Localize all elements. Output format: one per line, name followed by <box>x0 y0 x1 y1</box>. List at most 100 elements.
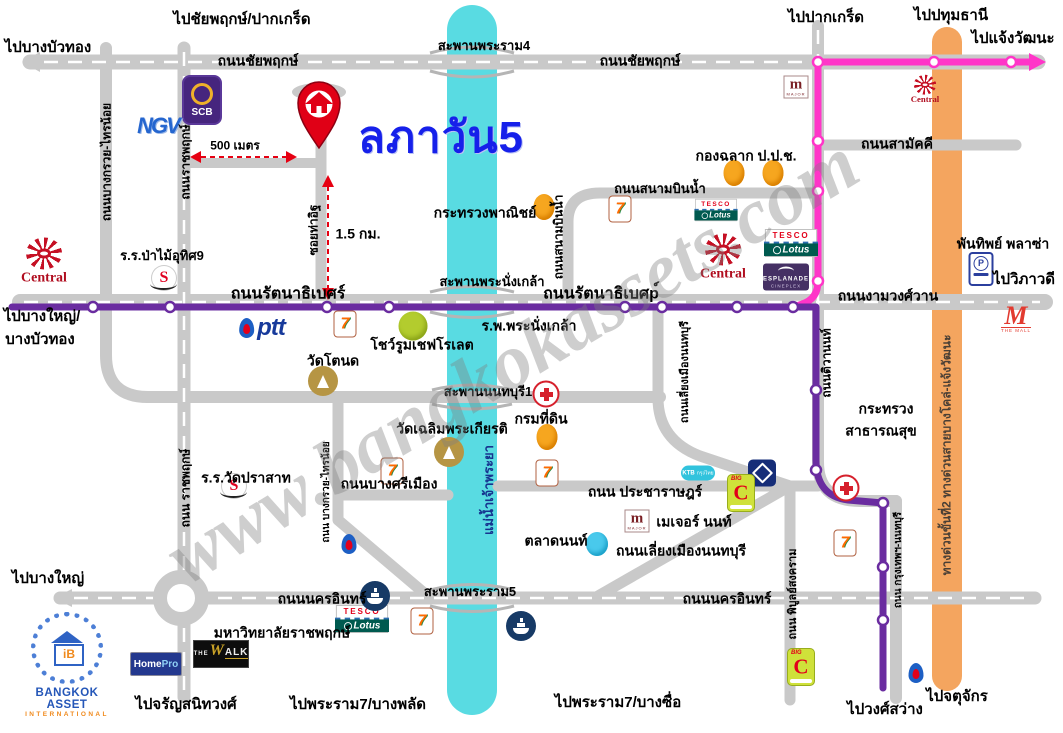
bangkok-asset-logo: iB BANGKOK ASSET INTERNATIONAL <box>16 612 118 718</box>
gas-station-icon <box>341 534 357 554</box>
seven-eleven-icon: 7 <box>608 195 632 223</box>
brand-mark: iB <box>54 644 84 666</box>
seven-eleven-icon: 7 <box>410 607 434 635</box>
dest-charansanitwong: ไปจรัญสนิทวงศ์ <box>135 696 237 714</box>
road-rattanathibet-west: ถนนรัตนาธิเบศร์ <box>230 285 346 303</box>
poi-wat-tanot: วัดโตนด <box>306 352 360 369</box>
dest-rama7-bangsue: ไปพระราม7/บางซื่อ <box>554 694 682 712</box>
poi-pamai-uthit9-school: ร.ร.ป่าไม้อุทิศ9 <box>120 248 204 264</box>
school-icon: S <box>150 266 177 290</box>
road-arrow-west <box>22 52 40 72</box>
temple-icon <box>308 366 338 396</box>
temple-icon <box>434 437 464 467</box>
project-title: ลภาวัน5 <box>358 113 524 162</box>
central-logo: Central <box>911 74 939 105</box>
road-liang-mueang-rot: ถนนเลี่ยงเมืองนนทบุรี <box>679 320 692 424</box>
showroom-marker <box>398 311 428 341</box>
laurel-wreath-icon: iB <box>31 612 103 684</box>
poi-pantip-plaza: พันทิพย์ พลาซ่า <box>956 235 1050 252</box>
seven-eleven-icon: 7 <box>535 459 559 487</box>
dest-pakkret: ไปปากเกร็ด <box>787 9 865 27</box>
dest-bangyai-line1: ไปบางใหญ่/ <box>3 308 81 326</box>
lottery-marker <box>762 160 784 186</box>
bridges <box>429 45 515 613</box>
road-ratchaphruek-s: ถนน ราชพฤกษ์ <box>178 448 193 528</box>
dest-chaiyaphruek-pakkret: ไปชัยพฤกษ์/ปากเกร็ด <box>173 11 311 29</box>
lottery-marker <box>723 160 745 186</box>
river-chao-phraya-label: แม่น้ำเจ้าพระยา <box>481 445 497 535</box>
gas-station-icon <box>908 663 924 683</box>
poi-chevrolet-showroom: โชว์รูมเชฟโรเลต <box>370 336 474 353</box>
road-nakhon-in-east: ถนนนครอินทร์ <box>682 590 772 607</box>
market-marker <box>586 532 608 556</box>
dest-wongsawang: ไปวงศ์สว่าง <box>847 701 923 719</box>
seven-eleven-icon: 7 <box>833 529 857 557</box>
dest-bangyai-sw: ไปบางใหญ่ <box>11 570 85 588</box>
scale-500m: 500 เมตร <box>210 138 260 153</box>
house-icon: iB <box>50 631 84 666</box>
poi-land-department: กรมที่ดิน <box>514 410 568 427</box>
land-dept-marker <box>536 424 558 450</box>
dest-rama7-bangphlat: ไปพระราม7/บางพลัด <box>289 696 427 714</box>
road-bangsimueang: ถนนบางศรีเมือง <box>340 475 438 492</box>
road-sanambinnam-v: ถนนสนามบินน้ำ <box>551 194 566 280</box>
dest-bangbuathong-top: ไปบางบัวทอง <box>4 39 92 57</box>
distance-arrows <box>190 151 334 300</box>
hospital-icon <box>532 380 560 408</box>
road-samakkhi: ถนนสามัคคี <box>861 135 933 152</box>
road-nakhon-in-west: ถนนนครอินทร์ <box>277 590 367 607</box>
brand-subtitle: INTERNATIONAL <box>25 711 109 718</box>
bridge-rama4: สะพานพระราม4 <box>437 38 531 54</box>
central-logo: Central <box>700 233 746 283</box>
road-rattanathibet-east: ถนนรัตนาธิเบศр์ <box>543 285 659 303</box>
road-krungthep-nonthaburi: ถนน กรุงเทพฯ-นนทบุรี <box>892 511 904 609</box>
road-chaiyaphruek-west: ถนนชัยพฤกษ์ <box>217 52 299 69</box>
road-ngamwongwan: ถนนงามวงศ์วาน <box>837 287 939 304</box>
dest-bangyai-line2: บางบัวทอง <box>5 331 75 349</box>
road-arrow-bangyai <box>54 589 72 607</box>
road-soi-tha-it: ซอยท่าอิฐ <box>306 204 321 256</box>
bridge-phranangklao: สะพานพระนั่งเกล้า <box>439 274 545 290</box>
ngv-logo: NGV <box>137 113 181 138</box>
ferry-pier-icon <box>360 581 390 611</box>
poi-phranangklao-hospital: ร.พ.พระนั่งเกล้า <box>481 317 577 334</box>
road-chaiyaphruek-east: ถนนชัยพฤกษ์ <box>599 52 681 69</box>
poi-lottery-bureau: กองฉลาก ป.ป.ช. <box>695 147 797 164</box>
poi-commerce-ministry: กระทรวงพาณิชย์ <box>433 204 537 221</box>
dest-chatuchak: ไปจตุจักร <box>926 688 988 706</box>
road-ratchaphruek-n: ถนนราชพฤกษ์ <box>178 124 193 200</box>
ministry-commerce-marker <box>533 194 555 220</box>
poi-health-ministry-1: กระทรวง <box>858 400 914 417</box>
scale-1-5km: 1.5 กม. <box>335 225 381 242</box>
ferry-pier-icon <box>506 611 536 641</box>
poi-health-ministry-2: สาธารณสุข <box>845 422 917 439</box>
dest-chaengwattana: ไปแจ้งวัฒนะ <box>971 30 1055 48</box>
bridge-rama5: สะพานพระราม5 <box>423 584 517 600</box>
brand-name: BANGKOK ASSET <box>35 687 99 711</box>
road-sanambinnam-h: ถนนสนามบินน้ำ <box>614 181 706 197</box>
bridge-nonthaburi1: สะพานนนทบุรี1 <box>443 384 533 400</box>
poi-major-nont: เมเจอร์ นนท์ <box>656 513 732 530</box>
poi-wat-prasat-school: ร.ร.วัดปราสาท <box>201 469 291 486</box>
roundabout <box>153 570 209 626</box>
dest-viphavadi: ไปวิภาวดี <box>993 271 1055 289</box>
school-icon: S <box>220 474 247 498</box>
ptt-logo: ptt <box>239 314 286 342</box>
central-logo: Central <box>21 237 67 287</box>
road-pracharat: ถนน ประชาราษฎร์ <box>587 483 703 500</box>
road-bangkruai-sainoi-s: ถนน บางกรวย-ไทรน้อย <box>320 441 332 543</box>
dest-pathumthani: ไปปทุมธานี <box>913 7 989 25</box>
road-tiwanon-rot: ถนนติวานนท์ <box>819 328 834 398</box>
seven-eleven-icon: 7 <box>380 457 404 485</box>
location-pin-icon <box>292 81 346 150</box>
scb-logo: SCB <box>182 75 222 125</box>
